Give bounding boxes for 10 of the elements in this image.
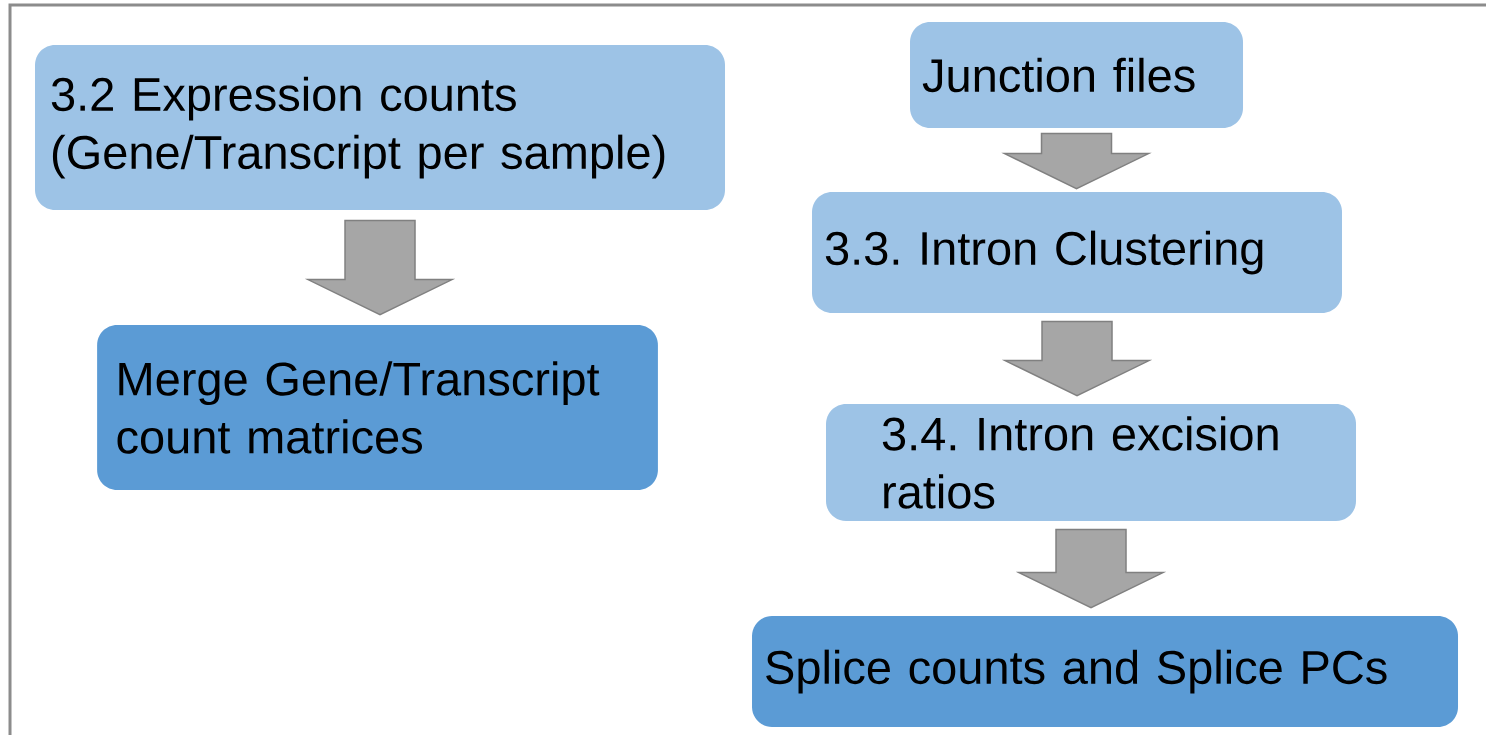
process-box: Merge Gene/Transcript count matrices [97, 325, 658, 490]
process-box: Junction files [910, 22, 1243, 128]
process-box: Splice counts and Splice PCs [752, 616, 1458, 727]
process-box: 3.3. Intron Clustering [812, 192, 1342, 313]
process-box: 3.4. Intron excision ratios [826, 404, 1356, 521]
block-arrow [304, 219, 456, 316]
block-arrow [1015, 528, 1167, 609]
block-arrow [1001, 132, 1152, 190]
process-box: 3.2 Expression counts (Gene/Transcript per sample) [35, 45, 725, 210]
block-arrow [1001, 320, 1153, 397]
